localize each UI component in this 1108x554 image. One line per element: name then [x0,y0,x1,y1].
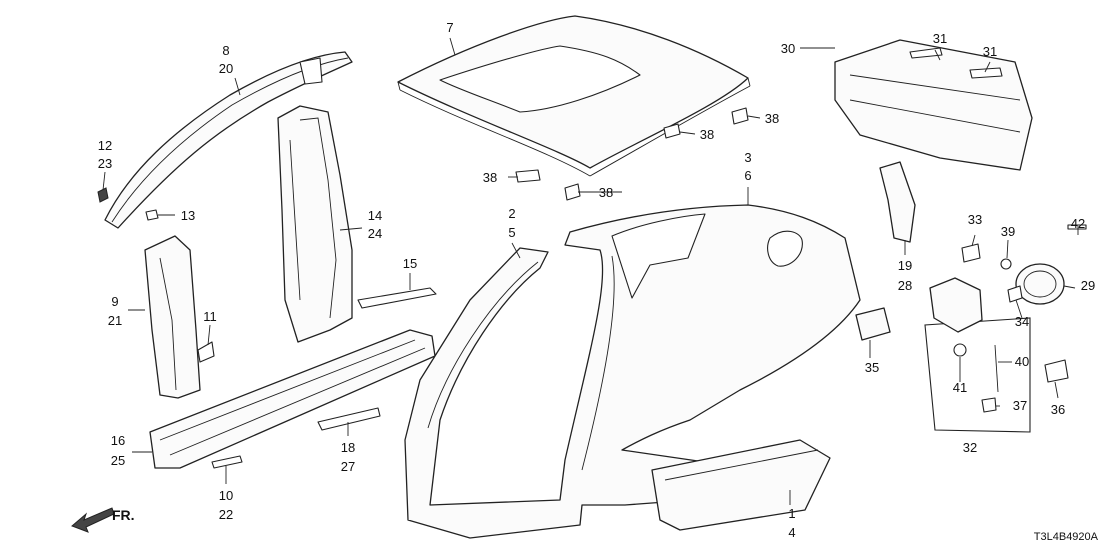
callout-9: 9 [111,294,118,309]
bracket-11 [197,341,215,363]
callout-38c: 38 [483,170,497,185]
front-pillar-lower [144,235,201,399]
bracket-19 [879,161,916,243]
fuel-pocket [855,307,891,341]
front-marker-label: FR. [112,507,135,523]
callout-14: 14 [368,208,382,223]
clip-12 [97,187,109,203]
callout-40: 40 [1015,354,1029,369]
callout-27: 27 [341,459,355,474]
leader-lines [102,37,1079,505]
callout-1: 1 [788,506,795,521]
bolt-38-c [515,169,541,183]
callout-38a: 38 [700,127,714,142]
callout-36: 36 [1051,402,1065,417]
roof-panel [397,15,751,177]
callout-39: 39 [1001,224,1015,239]
callout-32: 32 [963,440,977,455]
callout-21: 21 [108,313,122,328]
center-pillar [277,105,353,343]
callout-35: 35 [865,360,879,375]
callout-labels: 8 20 12 23 13 7 38 38 38 38 30 31 31 14 … [98,20,1095,540]
callout-22: 22 [219,507,233,522]
callout-23: 23 [98,156,112,171]
callout-5: 5 [508,225,515,240]
callout-13: 13 [181,208,195,223]
cable-42 [1067,224,1087,230]
callout-31a: 31 [933,31,947,46]
callout-20: 20 [219,61,233,76]
front-pillar-inner [104,51,353,229]
callout-41: 41 [953,380,967,395]
plate-18 [317,407,381,431]
callout-10: 10 [219,488,233,503]
callout-16: 16 [111,433,125,448]
fuel-base-assembly [924,277,1031,433]
callout-7: 7 [446,20,453,35]
stiffener-15 [357,287,437,309]
callout-18: 18 [341,440,355,455]
rear-inner-panel [834,39,1033,171]
callout-2: 2 [508,206,515,221]
callout-42: 42 [1071,216,1085,231]
callout-12: 12 [98,138,112,153]
bolt-38-b [731,107,749,125]
callout-38d: 38 [599,185,613,200]
callout-31b: 31 [983,44,997,59]
bolt-38-d [564,183,581,201]
callout-6: 6 [744,168,751,183]
callout-11: 11 [203,309,217,324]
callout-19: 19 [898,258,912,273]
callout-24: 24 [368,226,382,241]
front-direction-arrow [71,507,115,533]
fuel-lid [1015,263,1065,305]
clip-36 [1044,359,1069,383]
spring-34 [1007,285,1023,303]
callout-34: 34 [1015,314,1029,329]
plate-10 [211,455,243,469]
callout-28: 28 [898,278,912,293]
callout-30: 30 [781,41,795,56]
callout-37: 37 [1013,398,1027,413]
callout-25: 25 [111,453,125,468]
callout-33: 33 [968,212,982,227]
callout-3: 3 [744,150,751,165]
callout-15: 15 [403,256,417,271]
diagram-code: T3L4B4920A [1034,531,1099,543]
callout-8: 8 [222,43,229,58]
rocker-trim [651,439,831,531]
screw-39 [1000,258,1012,270]
side-outer-panel [404,204,861,539]
clip-13 [145,209,159,221]
callout-4: 4 [788,525,795,540]
bolt-38-a [663,123,681,139]
callout-29: 29 [1081,278,1095,293]
callout-38b: 38 [765,111,779,126]
clip-33 [961,243,981,263]
